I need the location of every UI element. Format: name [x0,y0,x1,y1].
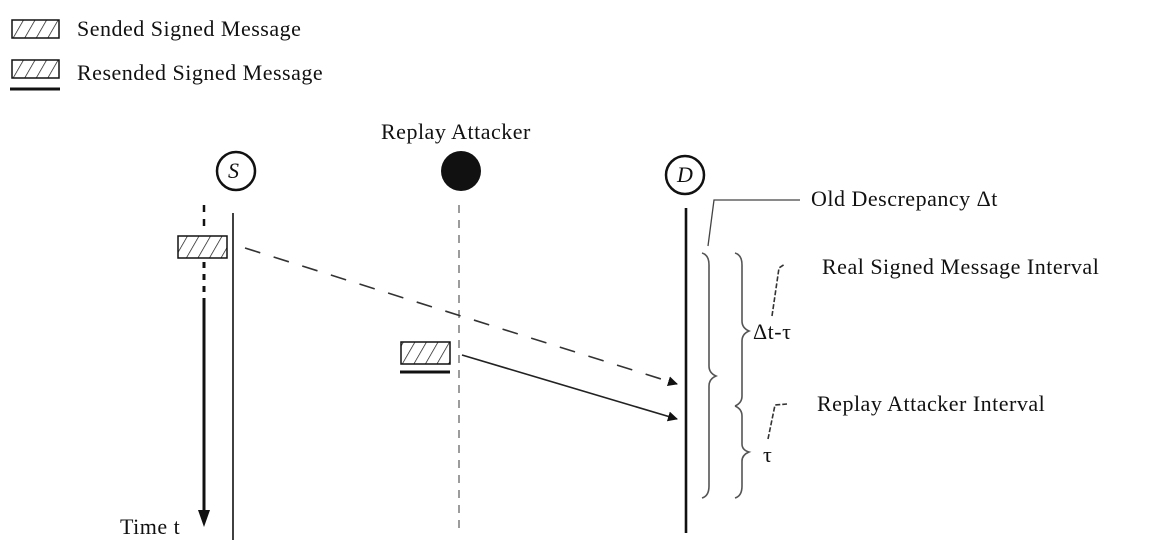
source-symbol: S [228,158,240,183]
replay-interval-label: Replay Attacker Interval [817,391,1046,416]
tau-label: τ [763,442,773,467]
attacker-node [441,151,481,191]
source-node [215,150,257,192]
original-message-arrow [244,247,678,387]
attacker-title: Replay Attacker [381,119,531,144]
old-discrepancy-leader [707,199,800,247]
destination-node [664,154,706,196]
legend-label-sended: Sended Signed Message [77,16,302,41]
real-interval-label: Real Signed Message Interval [822,254,1100,279]
brace-delta-t [701,252,719,499]
real-interval-leader [771,263,786,317]
legend-label-resended: Resended Signed Message [77,60,324,85]
legend-resended-icon [10,59,60,91]
sended-message-box [177,235,228,259]
legend-sended-icon [11,19,60,39]
brace-tau [734,405,752,499]
destination-symbol: D [677,162,694,187]
old-discrepancy-label: Old Descrepancy Δt [811,186,998,211]
time-arrow-head [198,510,210,527]
replay-interval-leader [767,403,788,440]
resended-message-box [400,341,451,374]
delta-t-minus-tau-label: Δt-τ [753,319,792,344]
brace-delta-t-minus-tau [734,252,752,407]
replay-message-arrow [461,354,678,422]
time-axis-label: Time t [120,514,181,539]
time-axis [198,205,210,527]
